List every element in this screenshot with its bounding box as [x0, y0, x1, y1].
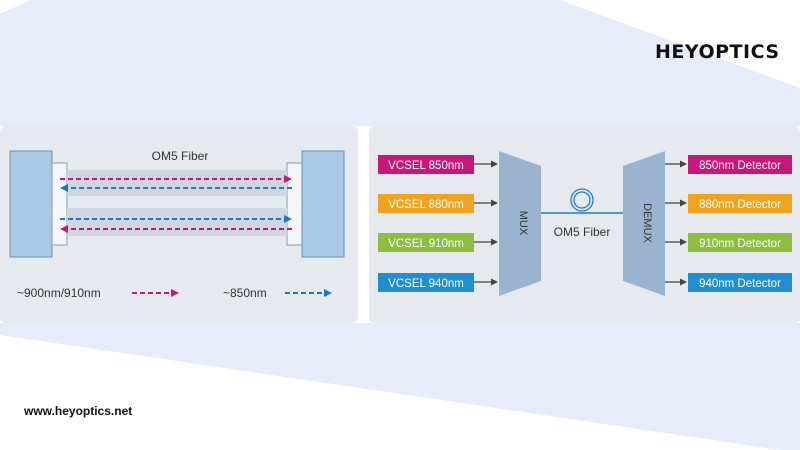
demux-label: DEMUX — [641, 203, 653, 243]
vcsel-label-3: VCSEL 910nm — [388, 238, 464, 250]
top-band — [0, 0, 800, 126]
left-transceiver — [9, 150, 53, 258]
left-diagram: OM5 Fiber ~900nm/910nm ~850nm — [9, 149, 345, 300]
detector-label-1: 850nm Detector — [699, 160, 781, 172]
website-url: www.heyoptics.net — [24, 404, 133, 418]
vcsel-box-4 — [378, 273, 474, 292]
vcsel-label-1: VCSEL 850nm — [388, 160, 464, 172]
vcsel-label-4: VCSEL 940nm — [388, 278, 464, 290]
right-transceiver — [301, 150, 345, 258]
left-fiber-label: OM5 Fiber — [152, 149, 209, 163]
left-connector — [51, 162, 68, 246]
right-connector — [286, 162, 303, 246]
fiber-channel-bottom — [67, 208, 287, 236]
detector-box-2 — [688, 194, 792, 213]
legend-label-short: ~850nm — [223, 286, 267, 300]
legend-label-long: ~900nm/910nm — [17, 286, 101, 300]
right-fiber-label: OM5 Fiber — [554, 225, 611, 239]
right-diagram: VCSEL 850nm VCSEL 880nm VCSEL 910nm VCSE… — [378, 151, 792, 296]
detector-label-4: 940nm Detector — [699, 278, 781, 290]
mux-block — [499, 151, 541, 296]
detector-label-2: 880nm Detector — [699, 199, 781, 211]
vcsel-box-1 — [378, 155, 474, 174]
vcsel-box-2 — [378, 194, 474, 213]
demux-block — [623, 151, 665, 296]
bottom-band — [0, 323, 800, 450]
vcsel-label-2: VCSEL 880nm — [388, 199, 464, 211]
brand-logo: HEYOPTICS — [655, 41, 780, 63]
fiber-coil-outer — [570, 188, 594, 212]
detector-box-4 — [688, 273, 792, 292]
detector-box-1 — [688, 155, 792, 174]
detector-box-3 — [688, 233, 792, 252]
fiber-channel-top — [67, 170, 287, 196]
mux-label: MUX — [517, 211, 529, 236]
detector-label-3: 910nm Detector — [699, 238, 781, 250]
fiber-coil-inner — [573, 191, 591, 209]
vcsel-box-3 — [378, 233, 474, 252]
